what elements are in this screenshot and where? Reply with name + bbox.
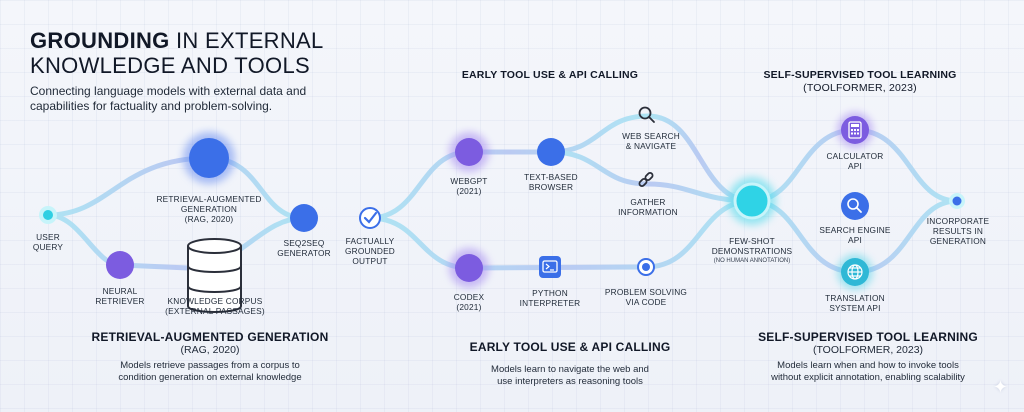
link-icon [638,172,654,187]
label-web-search: WEB SEARCH & NAVIGATE [622,131,680,151]
label-user-query: USER QUERY [32,232,64,252]
label-few-shot: FEW-SHOT DEMONSTRATIONS [711,236,793,256]
label-incorporate: INCORPORATE RESULTS IN GENERATION [926,216,990,246]
label-search-engine: SEARCH ENGINE API [819,225,891,245]
label-knowledge-corpus: KNOWLEDGE CORPUS (EXTERNAL PASSAGES) [165,296,265,316]
label-few-shot-note: (NO HUMAN ANNOTATION) [713,258,791,264]
label-rag: RETRIEVAL-AUGMENTED GENERATION (RAG, 202… [156,194,262,224]
label-grounded-output: FACTUALLY GROUNDED OUTPUT [345,236,395,266]
database-icon [187,238,242,313]
incorporate-node [952,196,962,206]
few-shot-node [733,182,771,220]
label-webgpt: WEBGPT (2021) [450,176,488,196]
seq2seq-node [290,204,318,232]
header-early-tool-use: EARLY TOOL USE & API CALLING [461,69,639,81]
label-problem-solving: PROBLEM SOLVING VIA CODE [604,287,688,307]
label-calculator: CALCULATOR API [826,151,884,171]
check-icon [359,207,381,229]
label-browser: TEXT-BASED BROWSER [524,172,578,192]
section-self-supervised: SELF-SUPERVISED TOOL LEARNING (TOOLFORME… [758,330,978,383]
neural-retriever-node [106,251,134,279]
header-self-supervised: SELF-SUPERVISED TOOL LEARNING (TOOLFORME… [763,69,957,94]
label-codex: CODEX (2021) [453,292,485,312]
label-python: PYTHON INTERPRETER [519,288,581,308]
sparkle-icon: ✦ [992,377,1008,397]
section-early-tool-use: EARLY TOOL USE & API CALLING Models lear… [469,340,671,387]
browser-node [537,138,565,166]
webgpt-node [455,138,483,166]
codex-node [455,254,483,282]
rag-node [189,138,229,178]
label-seq2seq: SEQ2SEQ GENERATOR [277,238,331,258]
user-query-node [43,210,53,220]
search-engine-icon [841,192,869,220]
terminal-icon [539,256,561,278]
page-subtitle: Connecting language models with external… [30,84,307,113]
label-translation: TRANSLATION SYSTEM API [825,293,885,313]
label-neural-retriever: NEURAL RETRIEVER [95,286,145,306]
page-title: GROUNDING IN EXTERNAL KNOWLEDGE AND TOOL… [30,28,324,78]
section-rag: RETRIEVAL-AUGMENTED GENERATION (RAG, 202… [91,330,329,383]
search-icon [638,106,655,123]
label-gather-info: GATHER INFORMATION [618,197,678,217]
